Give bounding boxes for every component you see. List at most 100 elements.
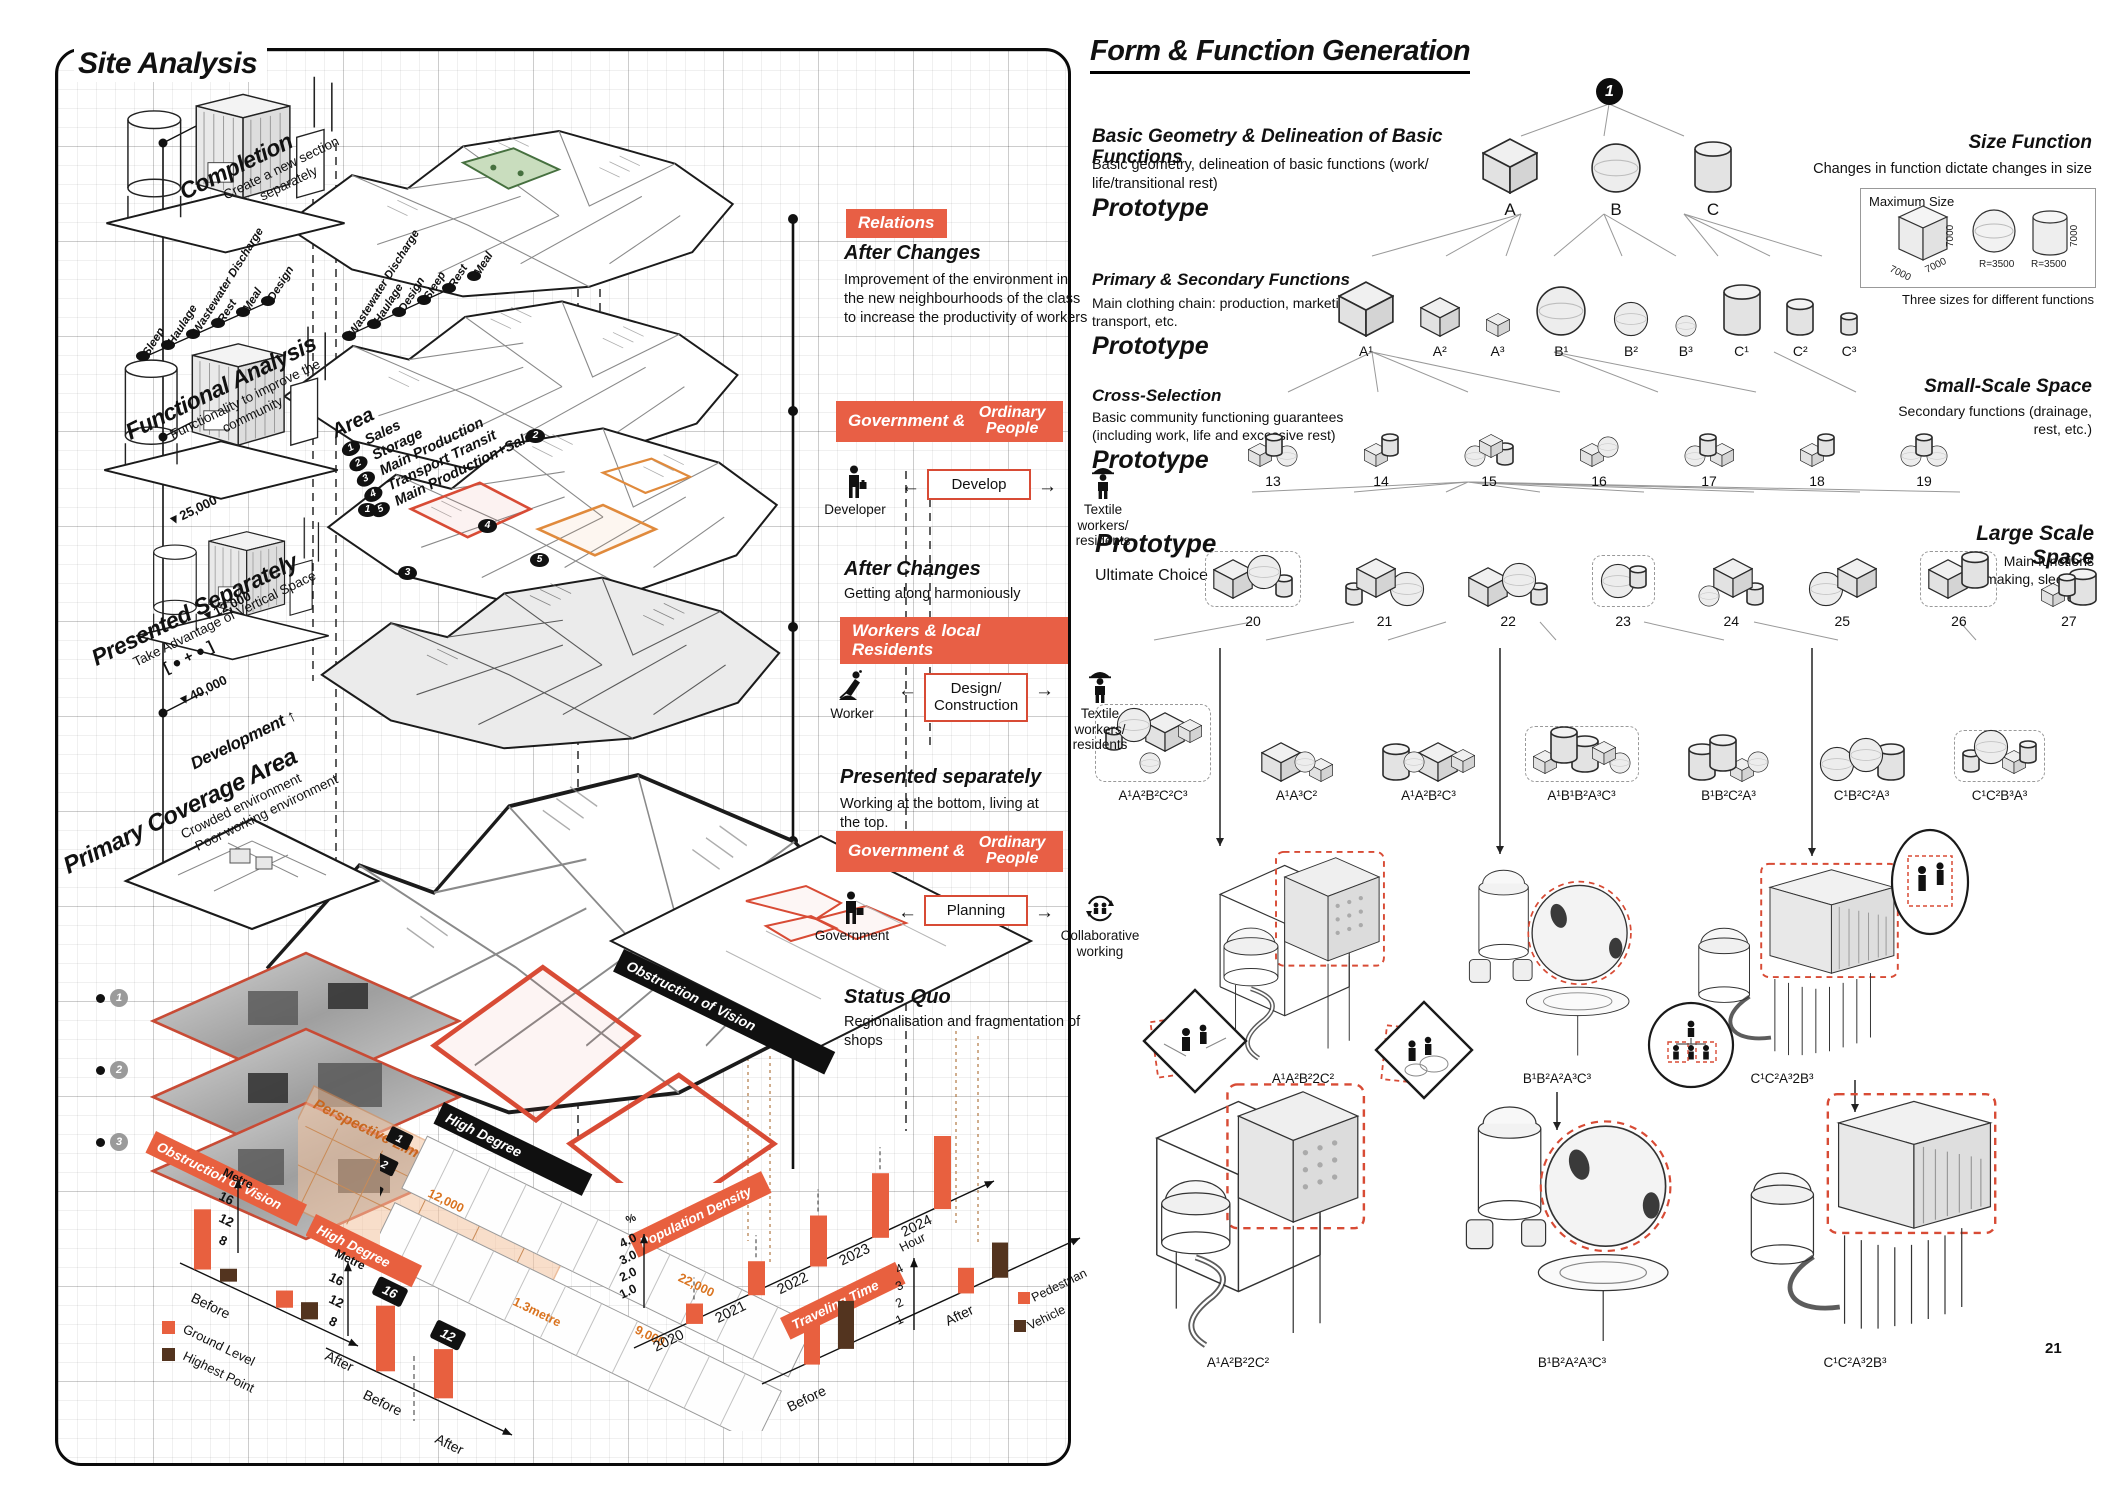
svg-text:16: 16 <box>380 1282 400 1302</box>
cylinder-shape <box>1709 733 1737 772</box>
factory-drawing-presented <box>130 503 335 681</box>
size-shapes: 7000 7000 7000 R=3500 7000 R=3500 <box>1888 205 2080 284</box>
prototype-item: C¹B²C²A³ <box>1819 737 1905 803</box>
shape-cluster <box>1338 281 1394 337</box>
cylinder-shape <box>1694 141 1732 193</box>
shape-cluster <box>1799 433 1835 467</box>
svg-text:%: % <box>624 1212 638 1227</box>
tag-dot-icon <box>392 307 406 317</box>
cube-shape <box>1177 718 1202 743</box>
factory-drawing-functional <box>96 319 346 515</box>
size-function-caption: Three sizes for different functions <box>1902 292 2094 307</box>
design-construction-diagram: Worker ← Design/ Construction → Textile … <box>813 669 1127 753</box>
site-map-level4 <box>293 526 808 784</box>
shape-cluster <box>1482 138 1538 194</box>
shape-cluster <box>1260 741 1333 782</box>
site-analysis-panel: Site Analysis <box>55 45 1139 1466</box>
prototype-item: 15 <box>1464 434 1514 488</box>
cube-shape <box>1482 138 1538 194</box>
actor-government: Government <box>813 891 891 944</box>
prototype-item: 16 <box>1579 436 1619 489</box>
shape-cluster <box>1698 558 1765 607</box>
svg-text:Before: Before <box>189 1289 233 1322</box>
svg-text:1: 1 <box>394 1132 405 1145</box>
tag-dot-icon <box>261 296 275 306</box>
prototype-item: A³ <box>1485 313 1510 358</box>
svg-text:12: 12 <box>438 1325 458 1345</box>
svg-text:7000: 7000 <box>1923 256 1948 276</box>
prototype-label: B² <box>1624 343 1638 359</box>
scene-vignette-diamond <box>1374 1000 1474 1100</box>
prototype-item: 25 <box>1808 558 1877 628</box>
shape-cluster <box>1095 703 1211 782</box>
prototype-item: 22 <box>1468 562 1548 628</box>
s3-prototype: Prototype <box>1092 446 1209 474</box>
cylinder-shape <box>1962 748 1980 773</box>
right-arrow-icon: → <box>1038 476 1057 497</box>
sphere-shape <box>1973 729 2009 764</box>
shape-cluster <box>1485 313 1510 337</box>
population-density-chart: Population Density%4.03.02.01.0202020212… <box>617 1136 995 1356</box>
prototype-item: C³ <box>1840 311 1858 358</box>
prototype-item: A² <box>1419 297 1460 359</box>
cylinder-shape <box>2058 573 2076 597</box>
prototype-label: 14 <box>1373 473 1389 489</box>
city-map-isometric <box>326 427 779 603</box>
svg-text:Before: Before <box>784 1382 828 1415</box>
shape-cluster <box>1248 433 1298 467</box>
sphere-shape <box>1747 751 1769 772</box>
prototype-item: A¹A³C² <box>1260 741 1333 803</box>
s3-heading: Cross-Selection <box>1092 386 1222 405</box>
large-scale-heading: Large Scale Space <box>1976 522 2094 569</box>
cylinder-shape <box>1816 433 1835 457</box>
cylinder-shape <box>1688 742 1716 781</box>
scene-vignette-ellipse <box>1890 828 1970 936</box>
prototype-item: C² <box>1786 297 1815 358</box>
svg-text:12: 12 <box>327 1291 347 1311</box>
cylinder-shape <box>1722 284 1761 336</box>
s4-prototype: Prototype <box>1095 528 1217 558</box>
prototype-item: C¹ <box>1722 283 1761 358</box>
root-node-badge: 1 <box>1596 78 1623 105</box>
city-map-isometric <box>282 300 739 470</box>
sphere-shape <box>1808 571 1843 607</box>
worker-icon <box>837 669 867 703</box>
s1-body: Basic geometry, delineation of basic fun… <box>1092 157 1429 192</box>
high-degree-iso-panel: High Degree 1 2 3 12,000 22,000 9,000 20… <box>380 1102 815 1431</box>
form-function-panel: Form & Function Generation 1 Basic Geome… <box>1080 0 2105 1489</box>
actor-worker: Worker <box>813 669 891 722</box>
cube-shape <box>1419 297 1460 337</box>
tag-dot-icon <box>367 319 381 329</box>
prototype-label: 16 <box>1591 473 1607 489</box>
shape-cluster <box>1535 285 1587 337</box>
tag-dot-icon <box>136 351 150 361</box>
svg-text:7000: 7000 <box>1945 224 1956 247</box>
city-map-isometric <box>282 130 735 298</box>
factory-isometric <box>106 76 345 254</box>
prototype-label: B¹B²C²A³ <box>1701 787 1756 803</box>
prototype-label: A² <box>1432 343 1447 359</box>
cube-shape <box>1479 434 1503 458</box>
svg-text:2.0: 2.0 <box>617 1264 639 1284</box>
photo-layer-marker: 1 <box>96 989 128 1007</box>
svg-text:Traveling Time: Traveling Time <box>789 1277 881 1332</box>
shape-cluster <box>1920 551 1998 607</box>
gov1-body: Getting along harmoniously <box>844 586 1021 602</box>
cylinder-shape <box>1265 433 1283 457</box>
prototype-label: 21 <box>1376 613 1393 629</box>
vision-iso-panel: Obstruction of Vision <box>608 834 1034 1075</box>
svg-text:Pedestrian: Pedestrian <box>1029 1266 1089 1305</box>
small-scale-heading: Small-Scale Space <box>1924 376 2092 397</box>
shape-cluster <box>1205 551 1301 607</box>
cylinder-shape <box>1786 298 1815 336</box>
cube-shape <box>1355 558 1396 598</box>
cylinder-shape <box>1628 565 1647 589</box>
planning-box: Planning <box>924 895 1028 927</box>
floor-badges: 1 2 3 <box>380 1126 414 1203</box>
cylinder-shape <box>1380 433 1399 457</box>
svg-text:8: 8 <box>217 1232 230 1249</box>
develop-box: Develop <box>927 469 1031 501</box>
sphere-shape <box>1246 554 1282 590</box>
building-label: B¹B²A²A³C³ <box>1537 1355 1607 1370</box>
